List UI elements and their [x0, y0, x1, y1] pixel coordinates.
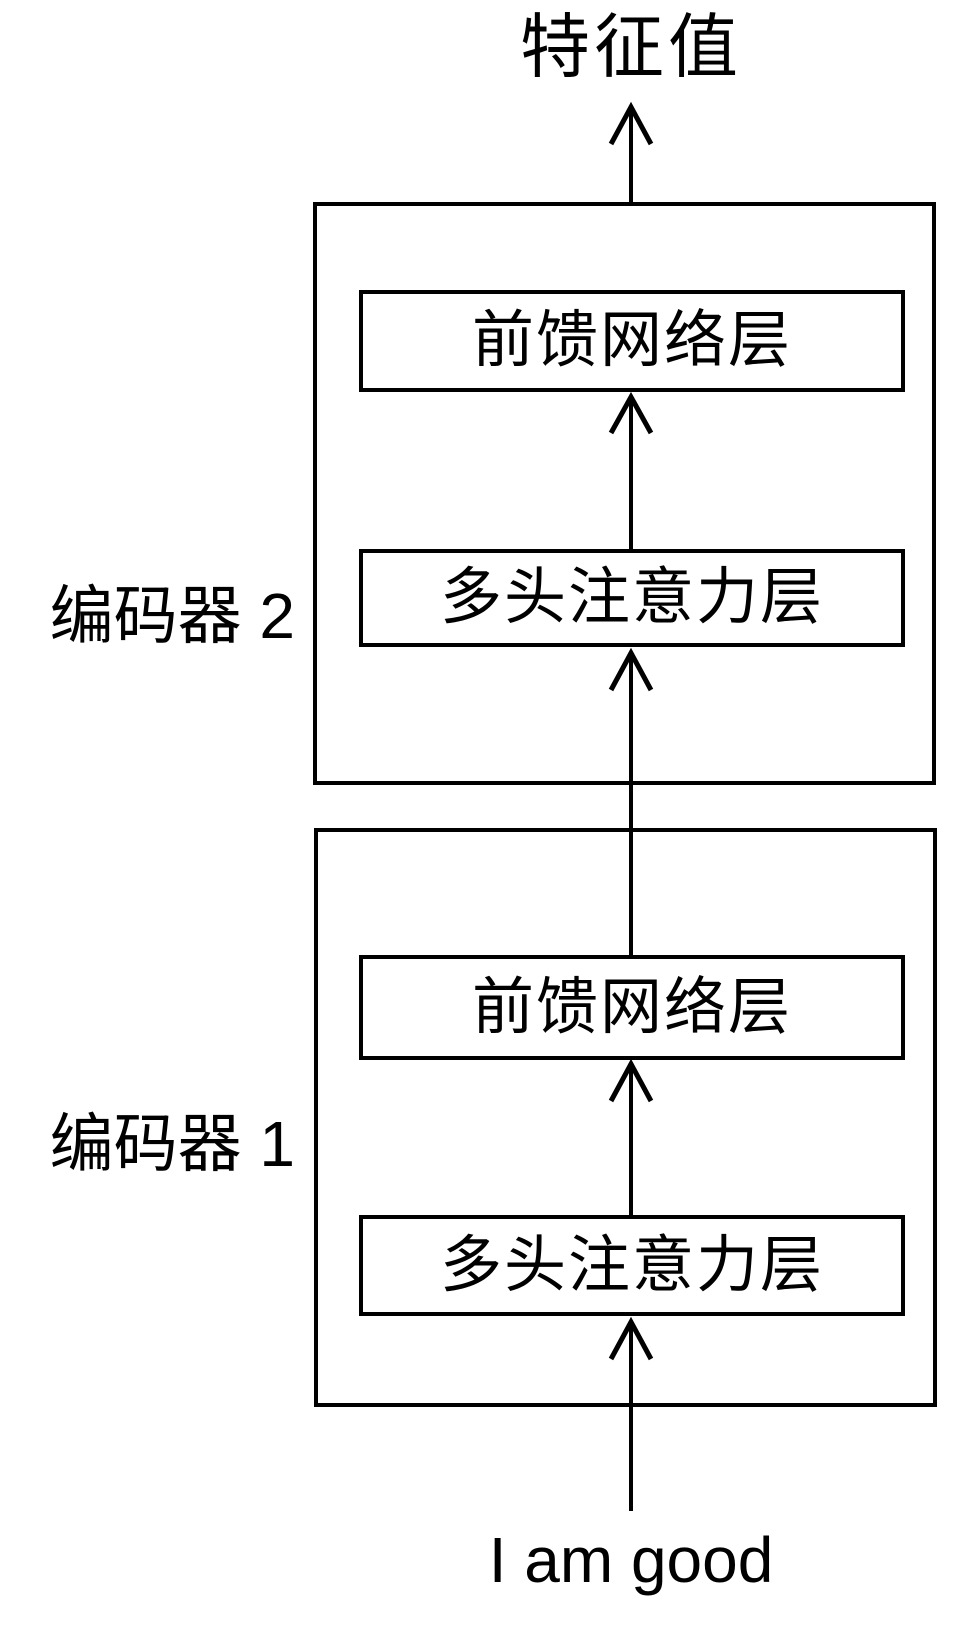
arrow-attention2-to-feedforward2 — [608, 391, 654, 551]
encoder1-label: 编码器 1 — [49, 1108, 295, 1180]
encoder1-feedforward-box: 前馈网络层 — [359, 955, 905, 1060]
encoder2-attention-label: 多头注意力层 — [439, 563, 824, 632]
arrow-encoder2-to-output — [608, 101, 654, 204]
arrow-input-to-encoder1 — [608, 1316, 654, 1511]
encoder2-box — [313, 202, 936, 785]
output-feature-label: 特征值 — [520, 8, 742, 86]
arrow-attention1-to-feedforward1 — [608, 1058, 654, 1217]
encoder2-feedforward-box: 前馈网络层 — [359, 290, 905, 392]
input-sentence-label: I am good — [488, 1524, 774, 1596]
encoder1-attention-label: 多头注意力层 — [439, 1230, 824, 1300]
encoder1-box — [314, 828, 937, 1407]
encoder1-attention-box: 多头注意力层 — [359, 1215, 905, 1316]
arrow-encoder1-to-encoder2 — [608, 647, 654, 957]
encoder2-feedforward-label: 前馈网络层 — [471, 306, 792, 375]
encoder2-attention-box: 多头注意力层 — [359, 549, 905, 647]
encoder2-label: 编码器 2 — [49, 580, 295, 652]
encoder1-feedforward-label: 前馈网络层 — [471, 972, 792, 1042]
